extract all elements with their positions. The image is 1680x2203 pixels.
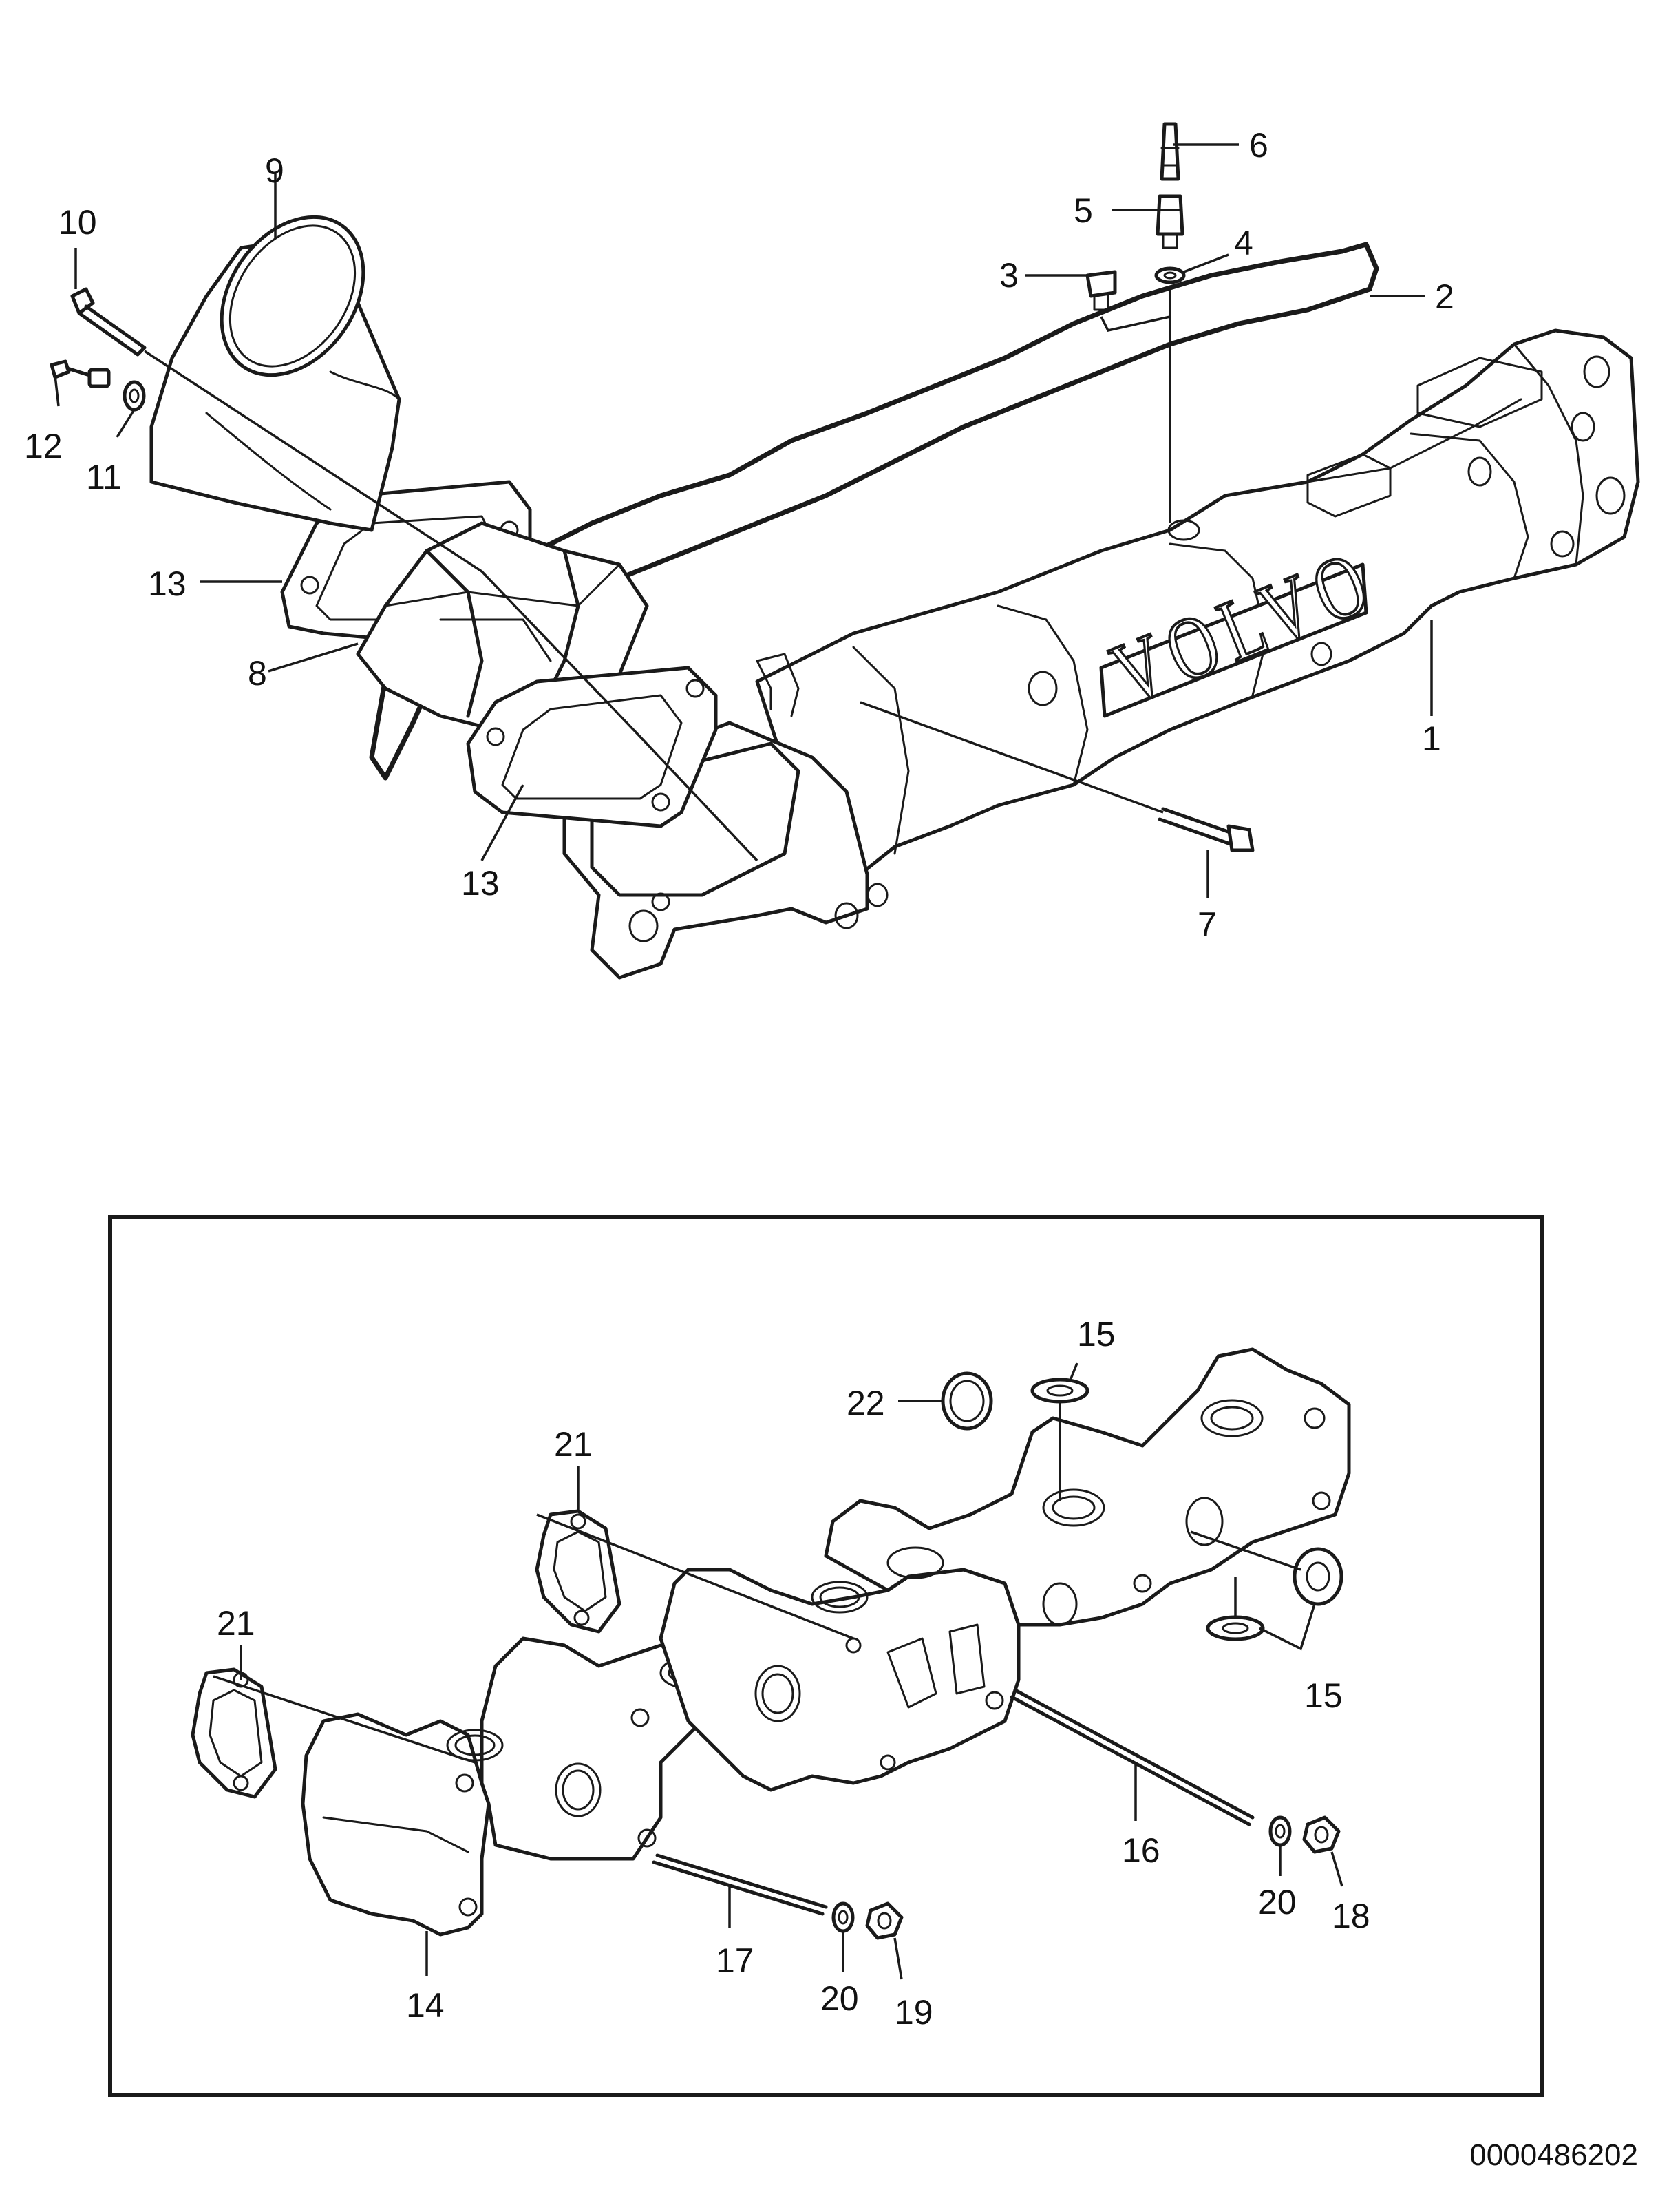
callout-20-left: 20 [820, 1979, 859, 2018]
volvo-logo-plate [1099, 562, 1368, 718]
callout-3: 3 [999, 256, 1019, 295]
callout-21-right: 21 [554, 1425, 593, 1464]
manifold-rear-section [824, 1347, 1351, 1627]
lower-assembly: 14 15 15 16 17 18 19 20 20 21 21 22 [191, 1315, 1370, 2032]
callout-13-upper: 13 [148, 565, 187, 603]
callout-7: 7 [1198, 905, 1217, 944]
bolt-part-10 [70, 287, 147, 357]
gasket-part-21-right [535, 1509, 621, 1634]
stud-bolt-part-16 [1010, 1688, 1255, 1826]
nut-part-18 [1302, 1815, 1341, 1854]
callout-19: 19 [895, 1993, 933, 2032]
alternative-assembly-frame [108, 1215, 1544, 2097]
elbow-pipe-part-9 [149, 215, 401, 532]
callout-17: 17 [716, 1941, 754, 1980]
callout-1: 1 [1422, 719, 1441, 758]
manifold-section-part-14 [301, 1636, 717, 1937]
adapter-part-5 [1156, 194, 1184, 249]
washer-part-11 [123, 380, 146, 412]
washer-part-20-left [831, 1901, 855, 1933]
callout-18: 18 [1332, 1897, 1370, 1935]
gasket-part-13-lower [466, 666, 718, 828]
gasket-part-21-left [191, 1667, 277, 1799]
callout-21-left: 21 [217, 1604, 255, 1643]
stud-bolt-part-17 [652, 1853, 828, 1916]
bolt-part-7 [1158, 807, 1255, 852]
drawing-number: 0000486202 [1469, 2138, 1638, 2172]
callout-10: 10 [59, 203, 97, 242]
callout-15-bottom: 15 [1304, 1676, 1343, 1715]
seal-ring-part-15-top [1030, 1378, 1089, 1404]
nut-part-19 [865, 1901, 904, 1940]
upper-assembly: VOLVO [24, 122, 1640, 980]
callout-16: 16 [1122, 1831, 1160, 1870]
bolt-part-12 [50, 359, 111, 388]
callout-6: 6 [1249, 126, 1268, 165]
callout-8: 8 [248, 654, 267, 693]
seal-ring-part-15-bottom [1206, 1615, 1265, 1641]
plug-part-3 [1085, 270, 1117, 311]
callout-20-right: 20 [1258, 1883, 1297, 1921]
manifold-part-1: VOLVO [755, 328, 1640, 907]
callout-22: 22 [847, 1384, 885, 1422]
callout-5: 5 [1074, 191, 1093, 230]
callout-14: 14 [406, 1986, 445, 2025]
sensor-part-6 [1160, 122, 1180, 181]
callout-4: 4 [1234, 224, 1253, 262]
seal-ring-part-15-side [1293, 1547, 1343, 1606]
callout-15-top: 15 [1077, 1315, 1116, 1353]
callout-2: 2 [1435, 277, 1454, 316]
manifold-center-section [659, 1568, 1021, 1792]
callout-11: 11 [86, 458, 122, 496]
callout-12: 12 [24, 427, 63, 465]
washer-part-4 [1154, 266, 1186, 284]
callout-13-lower: 13 [461, 864, 500, 903]
callout-9: 9 [265, 151, 284, 190]
washer-part-20-right [1268, 1815, 1292, 1847]
